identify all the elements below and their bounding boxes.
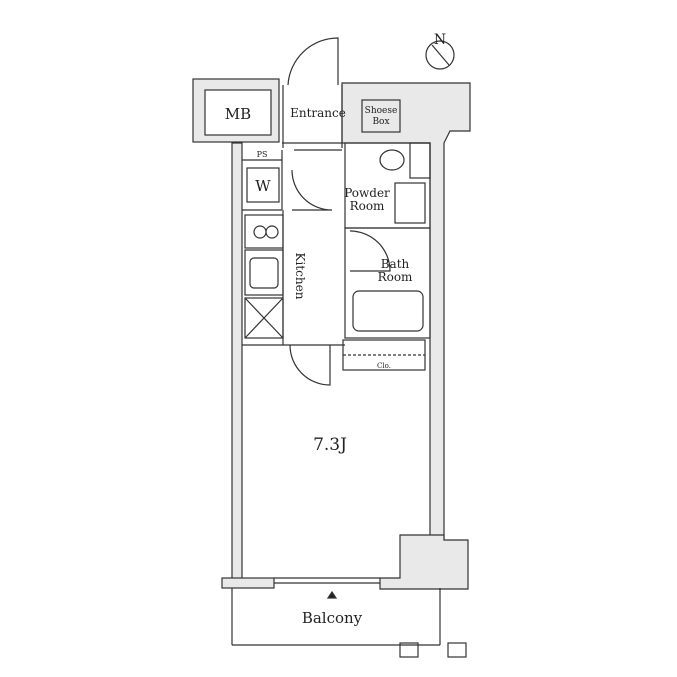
closet-label: Clo. [377, 362, 391, 370]
balcony-area [231, 588, 467, 658]
main-room-label: 7.3J [313, 435, 347, 455]
powder-room-label-2: Room [350, 199, 385, 213]
ps-label: PS [257, 150, 268, 159]
powder-room-label-1: Powder [344, 186, 390, 200]
shoes-box-label-2: Box [372, 117, 389, 127]
washer-label: W [255, 177, 271, 195]
bath-room-label-1: Bath [381, 257, 410, 271]
compass-label: N [434, 32, 446, 48]
compass-icon [425, 40, 455, 70]
mb-label: MB [225, 105, 251, 123]
exterior-walls [192, 78, 471, 590]
bath-room-label-2: Room [378, 270, 413, 284]
shoes-box-label-1: Shoese [365, 106, 398, 116]
entrance-label: Entrance [290, 106, 346, 120]
balcony-label: Balcony [302, 609, 363, 627]
kitchen-label: Kitchen [293, 253, 307, 300]
